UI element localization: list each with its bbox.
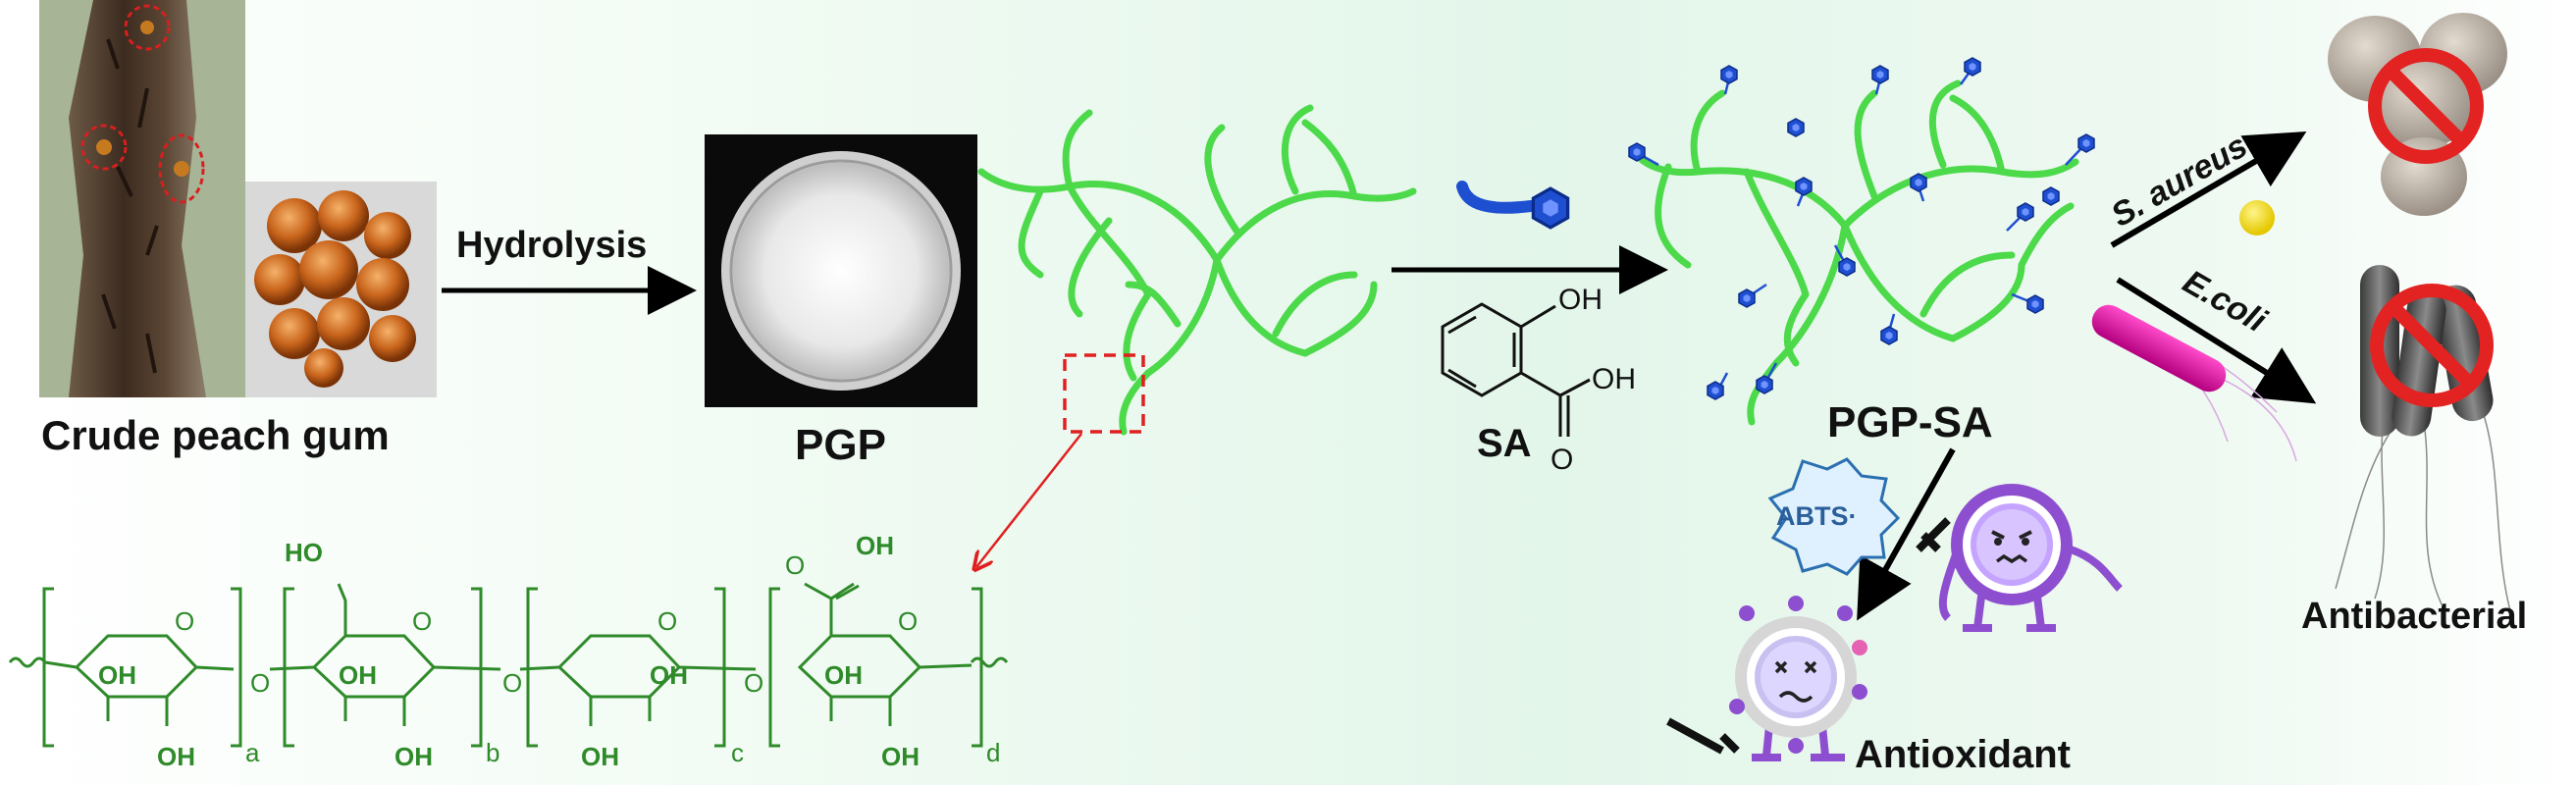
svg-text:d: d xyxy=(986,738,1000,767)
no-sign-icon xyxy=(2368,48,2484,164)
e-coli-arrow xyxy=(2116,277,2317,404)
crude-peach-gum-label: Crude peach gum xyxy=(41,412,390,458)
tree-bark-photo xyxy=(39,0,245,397)
free-radical-monster xyxy=(1916,484,2123,632)
svg-text:O: O xyxy=(785,550,805,580)
s-aureus-cell xyxy=(2239,200,2275,236)
svg-text:b: b xyxy=(486,738,499,767)
sa-label: SA xyxy=(1477,422,1532,465)
antioxidant-label: Antioxidant xyxy=(1855,733,2071,776)
polysaccharide-repeat-unit xyxy=(8,582,1009,748)
svg-text:O: O xyxy=(502,668,522,698)
sa-o-bottom: O xyxy=(1551,444,1573,476)
svg-text:HO: HO xyxy=(285,538,323,567)
svg-text:c: c xyxy=(731,738,744,767)
svg-text:OH: OH xyxy=(650,660,688,690)
sa-structure xyxy=(1441,302,1591,437)
svg-text:OH: OH xyxy=(881,742,920,771)
staph-cluster-inhibited xyxy=(2328,13,2507,216)
s-aureus-label: S. aureus xyxy=(2105,127,2254,234)
pgp-branched-chain xyxy=(977,104,1417,436)
pgp-sa-branched-chain xyxy=(1635,79,2079,426)
svg-text:OH: OH xyxy=(157,742,195,771)
abts-radical-badge xyxy=(1767,457,1901,576)
sa-3d-model xyxy=(1456,181,1570,230)
no-sign-icon xyxy=(2370,284,2494,407)
svg-text:O: O xyxy=(744,668,763,698)
svg-text:O: O xyxy=(175,606,194,636)
sa-oh-right: OH xyxy=(1592,363,1636,395)
rod-cluster-inhibited xyxy=(2335,265,2513,619)
svg-text:OH: OH xyxy=(98,660,136,690)
svg-text:OH: OH xyxy=(339,660,377,690)
svg-text:O: O xyxy=(657,606,677,636)
svg-text:O: O xyxy=(250,668,270,698)
pgp-powder-photo xyxy=(705,134,977,407)
gum-lumps-photo xyxy=(245,182,437,397)
pgp-label: PGP xyxy=(795,421,886,469)
hydrolysis-label: Hydrolysis xyxy=(456,225,647,266)
svg-text:O: O xyxy=(412,606,432,636)
zoom-arrow xyxy=(976,433,1082,567)
sa-oh-top: OH xyxy=(1558,284,1603,316)
svg-text:OH: OH xyxy=(856,531,894,560)
abts-label: ABTS· xyxy=(1776,501,1858,531)
svg-text:O: O xyxy=(898,606,918,636)
selection-box xyxy=(1063,353,1145,434)
antioxidant-arrow xyxy=(1857,447,1956,621)
antibacterial-label: Antibacterial xyxy=(2301,596,2527,637)
e-coli-cell xyxy=(2091,304,2297,462)
neutralised-radical xyxy=(1666,596,1867,761)
svg-text:OH: OH xyxy=(394,742,433,771)
svg-text:OH: OH xyxy=(824,660,863,690)
s-aureus-arrow xyxy=(2110,131,2307,248)
svg-text:OH: OH xyxy=(581,742,619,771)
svg-text:a: a xyxy=(245,738,260,767)
structure-labels: O OH OH a O O HO OH OH b O O OH OH c O O… xyxy=(98,531,1000,771)
pgp-sa-label: PGP-SA xyxy=(1827,398,1993,446)
